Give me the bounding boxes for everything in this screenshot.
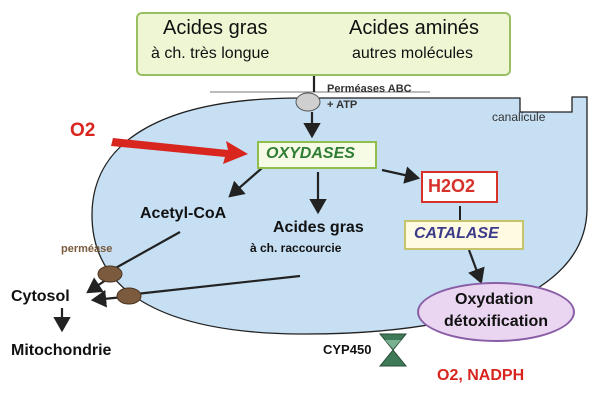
substrate-fatty-acids-sublabel: à ch. très longue (151, 45, 270, 62)
h2o2-label: H2O2 (428, 176, 476, 196)
oxydation-label: Oxydation (455, 291, 534, 308)
arrow-catalase-to-oxydation (467, 249, 485, 285)
oxydases-label: OXYDASES (266, 145, 355, 162)
line-acetylcoa-to-permease (111, 231, 181, 271)
cytosol-label: Cytosol (11, 288, 70, 305)
line-acidesgras-to-permease (135, 274, 301, 296)
o2-label: O2 (70, 120, 96, 141)
cofactors-label: O2, NADPH (437, 367, 525, 384)
substrates-box (136, 12, 511, 76)
substrate-fatty-acids-label: Acides gras (163, 17, 268, 39)
permease-1 (97, 265, 123, 283)
abc-permease-label: Perméases ABC (327, 83, 412, 95)
hepatocyte-cell (91, 96, 588, 335)
catalase-box (404, 220, 524, 250)
canalicule-label: canalicule (492, 110, 546, 124)
shortened-fatty-acids-label: Acides gras (273, 219, 364, 236)
catalase-label: CATALASE (414, 225, 499, 242)
permease-label: perméase (61, 243, 113, 255)
shortened-fatty-acids-sublabel: à ch. raccourcie (250, 241, 342, 255)
arrow-oxydases-to-h2o2 (381, 166, 421, 184)
atp-label: + ATP (327, 99, 358, 111)
oxydation-detoxification-ellipse (417, 282, 575, 342)
h2o2-box (421, 171, 498, 203)
arrow-permease1-to-cytosol (86, 277, 107, 294)
detoxification-label: détoxification (444, 313, 549, 330)
abc-permease (295, 92, 321, 112)
arrow-oxydases-to-acetylcoa (228, 167, 263, 198)
substrate-other-molecules-label: autres molécules (352, 45, 473, 62)
mitochondrie-label: Mitochondrie (11, 342, 112, 359)
o2-red-arrow (111, 138, 248, 164)
substrate-amino-acids-label: Acides aminés (349, 17, 480, 39)
cyp450-label: CYP450 (323, 342, 372, 357)
permease-2 (116, 287, 142, 305)
acetyl-coa-label: Acetyl-CoA (140, 205, 227, 222)
cyp450-icon (378, 333, 408, 367)
oxydases-box (257, 141, 377, 169)
